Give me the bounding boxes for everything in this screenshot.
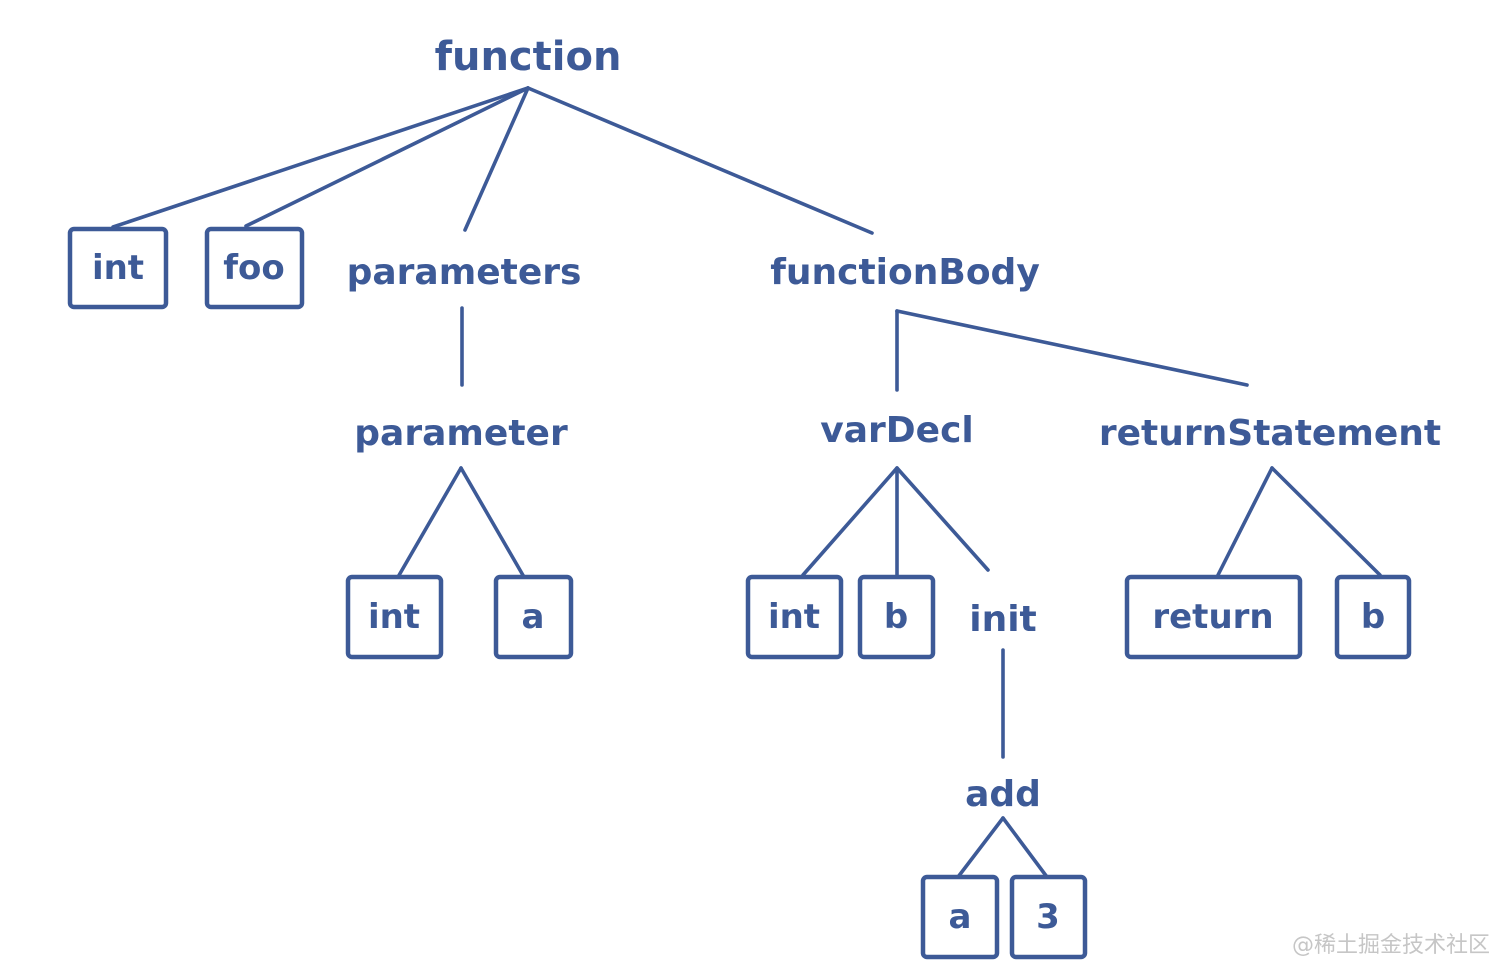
node-functionbody: functionBody	[770, 252, 1040, 293]
node-box-rect	[1009, 874, 1088, 960]
node-box-rect	[1124, 574, 1303, 660]
node-returnstatement: returnStatement	[1099, 413, 1441, 454]
node-box-rect	[1334, 574, 1412, 660]
tree-edges	[111, 86, 1382, 879]
node-box-label: a	[949, 897, 972, 937]
edge-parameter-int	[396, 466, 463, 579]
node-box-rect	[745, 574, 844, 660]
node-box-label: b	[884, 597, 908, 637]
node-box-3-add: 3	[1009, 874, 1088, 960]
tree-boxed-nodes: int foo int a int b	[67, 226, 1412, 960]
edge-vardecl-init	[895, 466, 990, 572]
node-box-label: 3	[1036, 897, 1060, 937]
node-box-b-return: b	[1334, 574, 1412, 660]
node-box-int-returntype: int	[67, 226, 169, 310]
edge-vardecl-int	[801, 466, 899, 577]
node-parameter: parameter	[354, 413, 568, 454]
edge-function-parameters	[463, 86, 530, 232]
node-box-label: int	[768, 597, 820, 637]
node-box-rect	[857, 574, 936, 660]
edge-parameter-a	[459, 466, 526, 579]
node-vardecl: varDecl	[820, 410, 974, 451]
node-box-b-vardecl: b	[857, 574, 936, 660]
edge-functionbody-returnstatement	[895, 309, 1249, 387]
node-box-return: return	[1124, 574, 1303, 660]
node-box-a-parameter: a	[493, 574, 574, 660]
node-box-rect	[204, 226, 305, 310]
node-function: function	[435, 34, 622, 80]
node-box-int-parameter: int	[345, 574, 444, 660]
node-box-label: b	[1361, 597, 1385, 637]
edge-returnstatement-return	[1216, 466, 1274, 577]
edge-function-foo	[244, 86, 530, 228]
node-box-a-add: a	[920, 874, 1000, 960]
edge-function-int	[111, 86, 530, 229]
node-box-rect	[345, 574, 444, 660]
node-box-label: int	[92, 248, 144, 288]
node-parameters: parameters	[347, 252, 582, 293]
node-box-label: return	[1152, 597, 1273, 637]
node-box-label: a	[522, 597, 545, 637]
node-box-label: int	[368, 597, 420, 637]
node-box-int-vardecl: int	[745, 574, 844, 660]
node-add: add	[965, 774, 1041, 815]
node-box-rect	[920, 874, 1000, 960]
tree-text-nodes: function parameters functionBody paramet…	[347, 34, 1442, 815]
edge-add-a	[956, 816, 1005, 879]
edge-returnstatement-b	[1270, 466, 1382, 577]
node-box-label: foo	[223, 248, 285, 288]
node-init: init	[969, 599, 1037, 640]
edge-function-functionbody	[526, 86, 874, 235]
node-box-rect	[493, 574, 574, 660]
node-box-rect	[67, 226, 169, 310]
edge-add-3	[1001, 816, 1049, 879]
node-box-foo: foo	[204, 226, 305, 310]
watermark: @稀土掘金技术社区	[1292, 933, 1490, 958]
